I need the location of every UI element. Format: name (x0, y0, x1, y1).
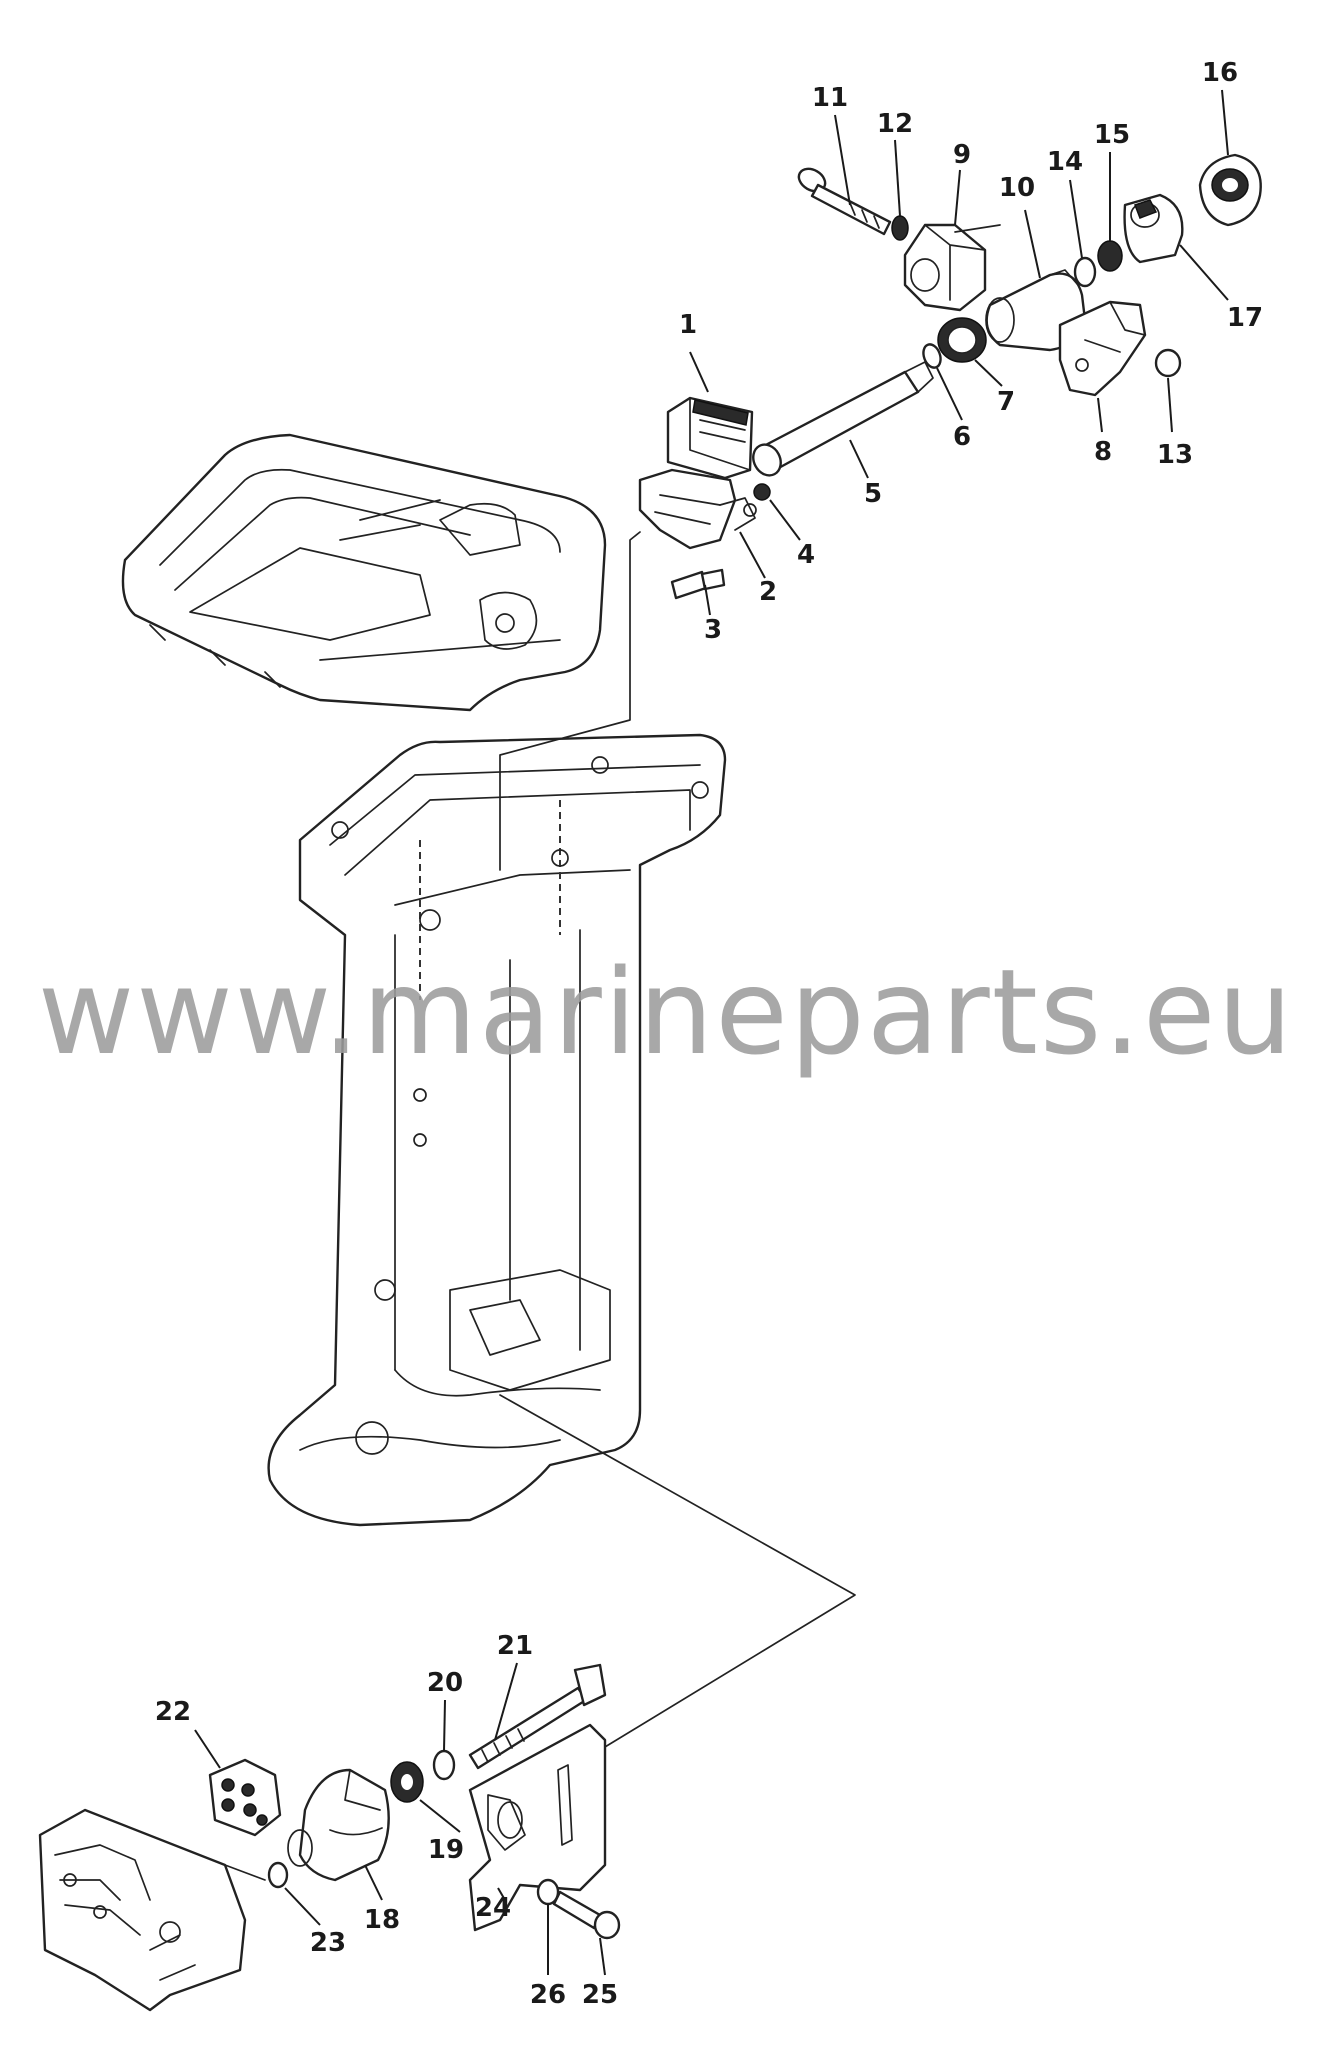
callout-15: 15 (1094, 120, 1130, 150)
callout-6: 6 (953, 422, 971, 452)
part-15-nut (1097, 240, 1123, 272)
callout-24: 24 (475, 1893, 511, 1923)
callout-7: 7 (997, 387, 1015, 417)
callout-16: 16 (1202, 58, 1238, 88)
callout-13: 13 (1157, 440, 1193, 470)
callout-14: 14 (1047, 147, 1083, 177)
leader-lines (194, 89, 1229, 1976)
lower-housing-fragment (38, 1808, 266, 2012)
part-16-cover (1198, 153, 1262, 227)
assembly-line-upper (499, 531, 641, 871)
part-5-shaft (752, 361, 934, 477)
part-24-lower-bracket (468, 1723, 607, 1932)
part-17-cap (1123, 193, 1184, 264)
callout-18: 18 (364, 1905, 400, 1935)
part-6-washer (922, 343, 942, 369)
callout-26: 26 (530, 1980, 566, 2010)
part-8-lower-clamp (1058, 300, 1147, 397)
driveshaft-housing (267, 733, 727, 1527)
callout-20: 20 (427, 1668, 463, 1698)
watermark-text: www.marineparts.eu (38, 943, 1295, 1081)
callout-9: 9 (953, 140, 971, 170)
callout-11: 11 (812, 83, 848, 113)
assembly-line-lower (499, 1394, 856, 1751)
part-13-nut (1154, 348, 1182, 378)
callout-19: 19 (428, 1835, 464, 1865)
callout-23: 23 (310, 1928, 346, 1958)
part-23-washer (267, 1861, 289, 1889)
part-25-bolt (552, 1890, 621, 1940)
part-9-clamp-bracket (903, 223, 1001, 312)
callout-2: 2 (759, 577, 777, 607)
callout-8: 8 (1094, 437, 1112, 467)
callout-17: 17 (1227, 303, 1263, 333)
part-11-long-bolt (797, 167, 892, 236)
callout-22: 22 (155, 1697, 191, 1727)
part-2-bracket (638, 468, 757, 550)
callout-10: 10 (999, 173, 1035, 203)
callout-labels: 1 2 3 4 5 6 7 8 9 10 11 12 13 14 15 16 1… (155, 58, 1263, 2010)
callout-25: 25 (582, 1980, 618, 2010)
part-19-nut (390, 1761, 424, 1803)
part-20-washer (432, 1749, 456, 1781)
part-21-long-bolt (468, 1663, 607, 1770)
part-7-thrust-washer (937, 317, 987, 363)
part-1-rubber-pad (666, 396, 754, 480)
part-18-mount-rubber (287, 1768, 390, 1882)
engine-mount-plate (121, 433, 607, 712)
callout-3: 3 (704, 615, 722, 645)
callout-4: 4 (797, 540, 815, 570)
callout-21: 21 (497, 1631, 533, 1661)
part-22-rubber-block (208, 1758, 282, 1837)
callout-5: 5 (864, 479, 882, 509)
part-12-washer (891, 215, 909, 241)
part-4-nut (753, 483, 771, 501)
callout-12: 12 (877, 109, 913, 139)
part-14-washer (1073, 256, 1097, 288)
part-3-bolt (670, 568, 726, 600)
callout-1: 1 (679, 310, 697, 340)
